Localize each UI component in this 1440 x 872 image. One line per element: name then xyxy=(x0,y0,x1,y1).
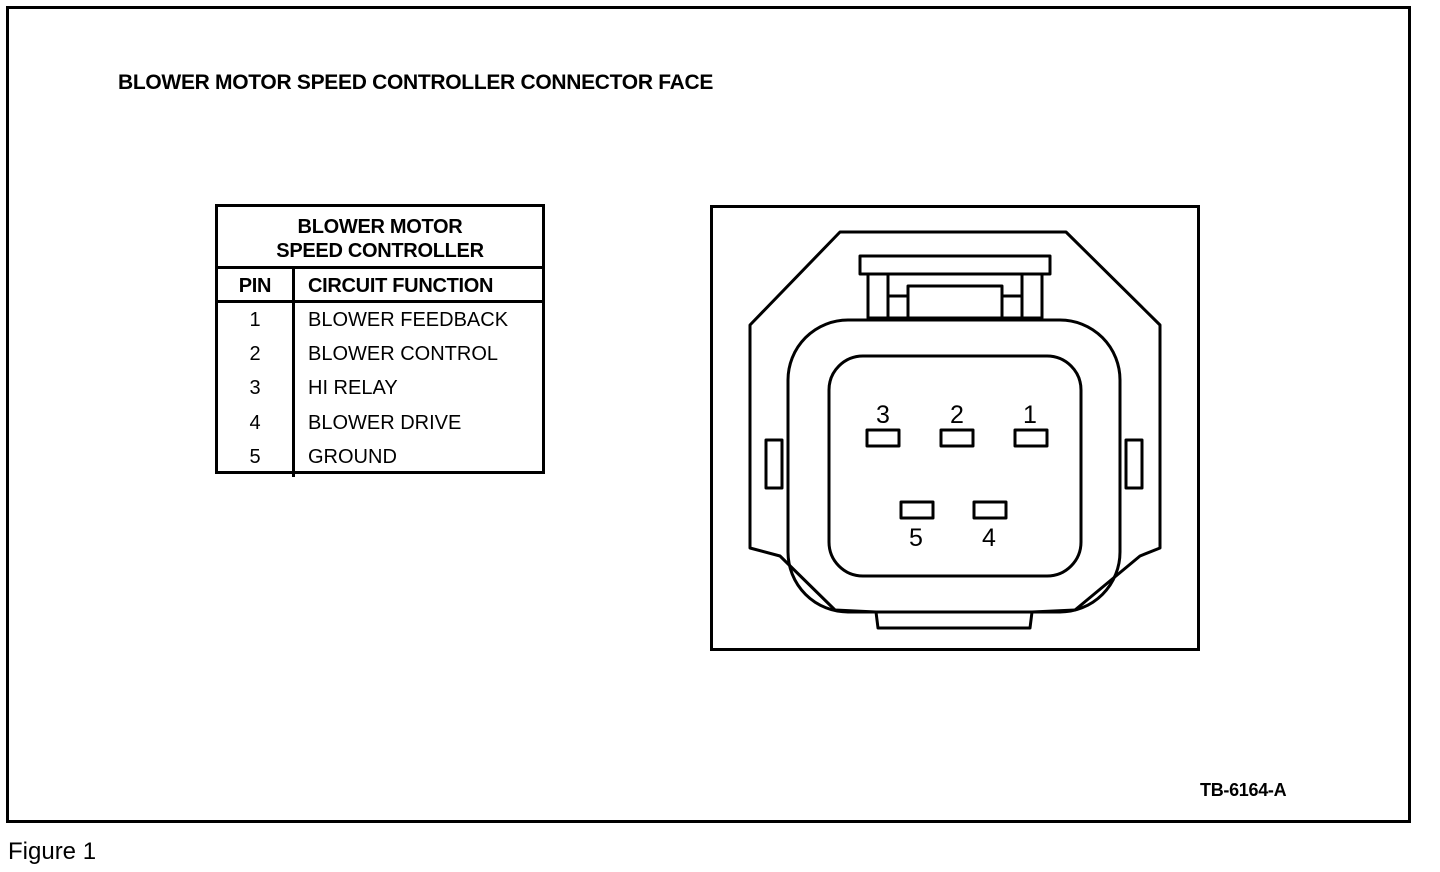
circuit-function: BLOWER CONTROL xyxy=(308,343,499,365)
pin-number: 2 xyxy=(249,343,261,365)
terminal-slot xyxy=(972,500,1008,520)
table-row: 1 BLOWER FEEDBACK xyxy=(218,309,542,343)
pin-label: 5 xyxy=(909,524,923,552)
pin-number: 1 xyxy=(249,309,261,331)
circuit-function: HI RELAY xyxy=(308,377,398,399)
table-row: 5 GROUND xyxy=(218,446,542,480)
circuit-function: GROUND xyxy=(308,446,397,468)
table-row: 4 BLOWER DRIVE xyxy=(218,412,542,446)
left-rib xyxy=(764,438,784,490)
pin-label: 1 xyxy=(1023,401,1037,429)
figure-caption: Figure 1 xyxy=(8,838,97,865)
terminal-slot xyxy=(1013,428,1049,448)
circuit-function: BLOWER FEEDBACK xyxy=(308,309,509,331)
column-header-function: CIRCUIT FUNCTION xyxy=(308,275,494,297)
pin-function-table: BLOWER MOTOR SPEED CONTROLLER PIN CIRCUI… xyxy=(215,204,545,477)
figure-frame: BLOWER MOTOR SPEED CONTROLLER CONNECTOR … xyxy=(6,6,1411,823)
right-rib xyxy=(1124,438,1144,490)
connector-face-drawing: 3 2 1 5 4 xyxy=(710,205,1200,651)
connector-svg: 3 2 1 5 4 xyxy=(748,230,1162,630)
circuit-function: BLOWER DRIVE xyxy=(308,412,462,434)
terminal-slot xyxy=(939,428,975,448)
pin-number: 3 xyxy=(249,377,261,399)
seal-ring-outer xyxy=(786,318,1122,614)
table-divider xyxy=(218,266,542,269)
locking-tab xyxy=(858,254,1052,276)
table-row: 3 HI RELAY xyxy=(218,377,542,411)
column-header-pin: PIN xyxy=(238,275,272,297)
pin-number: 4 xyxy=(249,412,261,434)
document-code: TB-6164-A xyxy=(1200,780,1287,800)
diagram-title: BLOWER MOTOR SPEED CONTROLLER CONNECTOR … xyxy=(118,71,714,94)
table-heading-line2: SPEED CONTROLLER xyxy=(276,240,484,262)
table-heading: BLOWER MOTOR SPEED CONTROLLER xyxy=(218,207,542,267)
table-heading-line1: BLOWER MOTOR xyxy=(297,216,463,238)
table-column-divider xyxy=(292,267,295,477)
pin-number: 5 xyxy=(249,446,261,468)
pin-label: 3 xyxy=(876,401,890,429)
pin-label: 4 xyxy=(982,524,996,552)
table-row: 2 BLOWER CONTROL xyxy=(218,343,542,377)
table-divider xyxy=(218,300,542,303)
terminal-slot xyxy=(865,428,901,448)
pin-label: 2 xyxy=(950,401,964,429)
pin-cavity xyxy=(827,354,1083,578)
terminal-slot xyxy=(899,500,935,520)
